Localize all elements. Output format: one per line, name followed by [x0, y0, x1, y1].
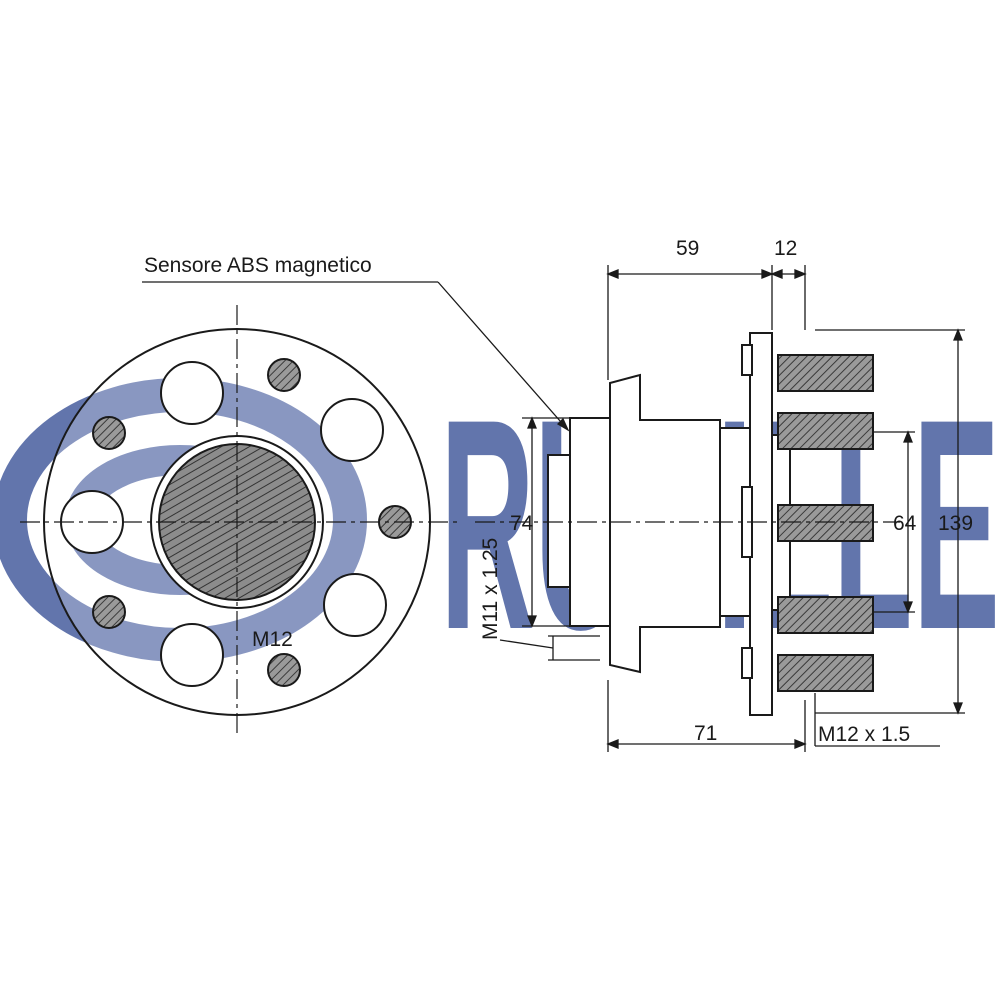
dim-12-label: 12: [774, 237, 797, 260]
stud-hole: [267, 358, 301, 392]
thread-stud-label: M12 x 1.5: [818, 723, 910, 746]
dim-59-label: 59: [676, 237, 699, 260]
stud-hole: [92, 595, 126, 629]
dim-71-label: 71: [694, 722, 717, 745]
wheel-stud: [777, 654, 874, 692]
side-view: [475, 332, 900, 716]
wheel-stud: [777, 596, 874, 634]
dim-74-label: 74: [510, 512, 534, 535]
flange-step: [741, 344, 753, 376]
wheel-stud: [777, 354, 874, 392]
wheel-flange: [749, 332, 773, 716]
stud-hole: [92, 416, 126, 450]
front-stud-label: M12: [252, 628, 293, 651]
flange-step: [741, 647, 753, 679]
front-view: [20, 305, 458, 738]
stud-hole: [267, 653, 301, 687]
thread-sensor-label: M11 x 1.25: [479, 538, 502, 640]
mounting-flange: [609, 373, 721, 674]
dim-139-label: 139: [938, 512, 973, 535]
flange-hole: [160, 361, 224, 425]
flange-hole: [160, 623, 224, 687]
wheel-stud: [777, 504, 874, 542]
labels: Sensore ABS magnetico M12 59 12 74 M11 x…: [144, 237, 973, 746]
flange-hole: [323, 573, 387, 637]
wheel-stud: [777, 412, 874, 450]
dimensions: [142, 265, 965, 752]
sensor-cap: [547, 454, 571, 588]
sensor-label: Sensore ABS magnetico: [144, 254, 372, 277]
flange-hole: [320, 398, 384, 462]
dim-64-label: 64: [893, 512, 917, 535]
